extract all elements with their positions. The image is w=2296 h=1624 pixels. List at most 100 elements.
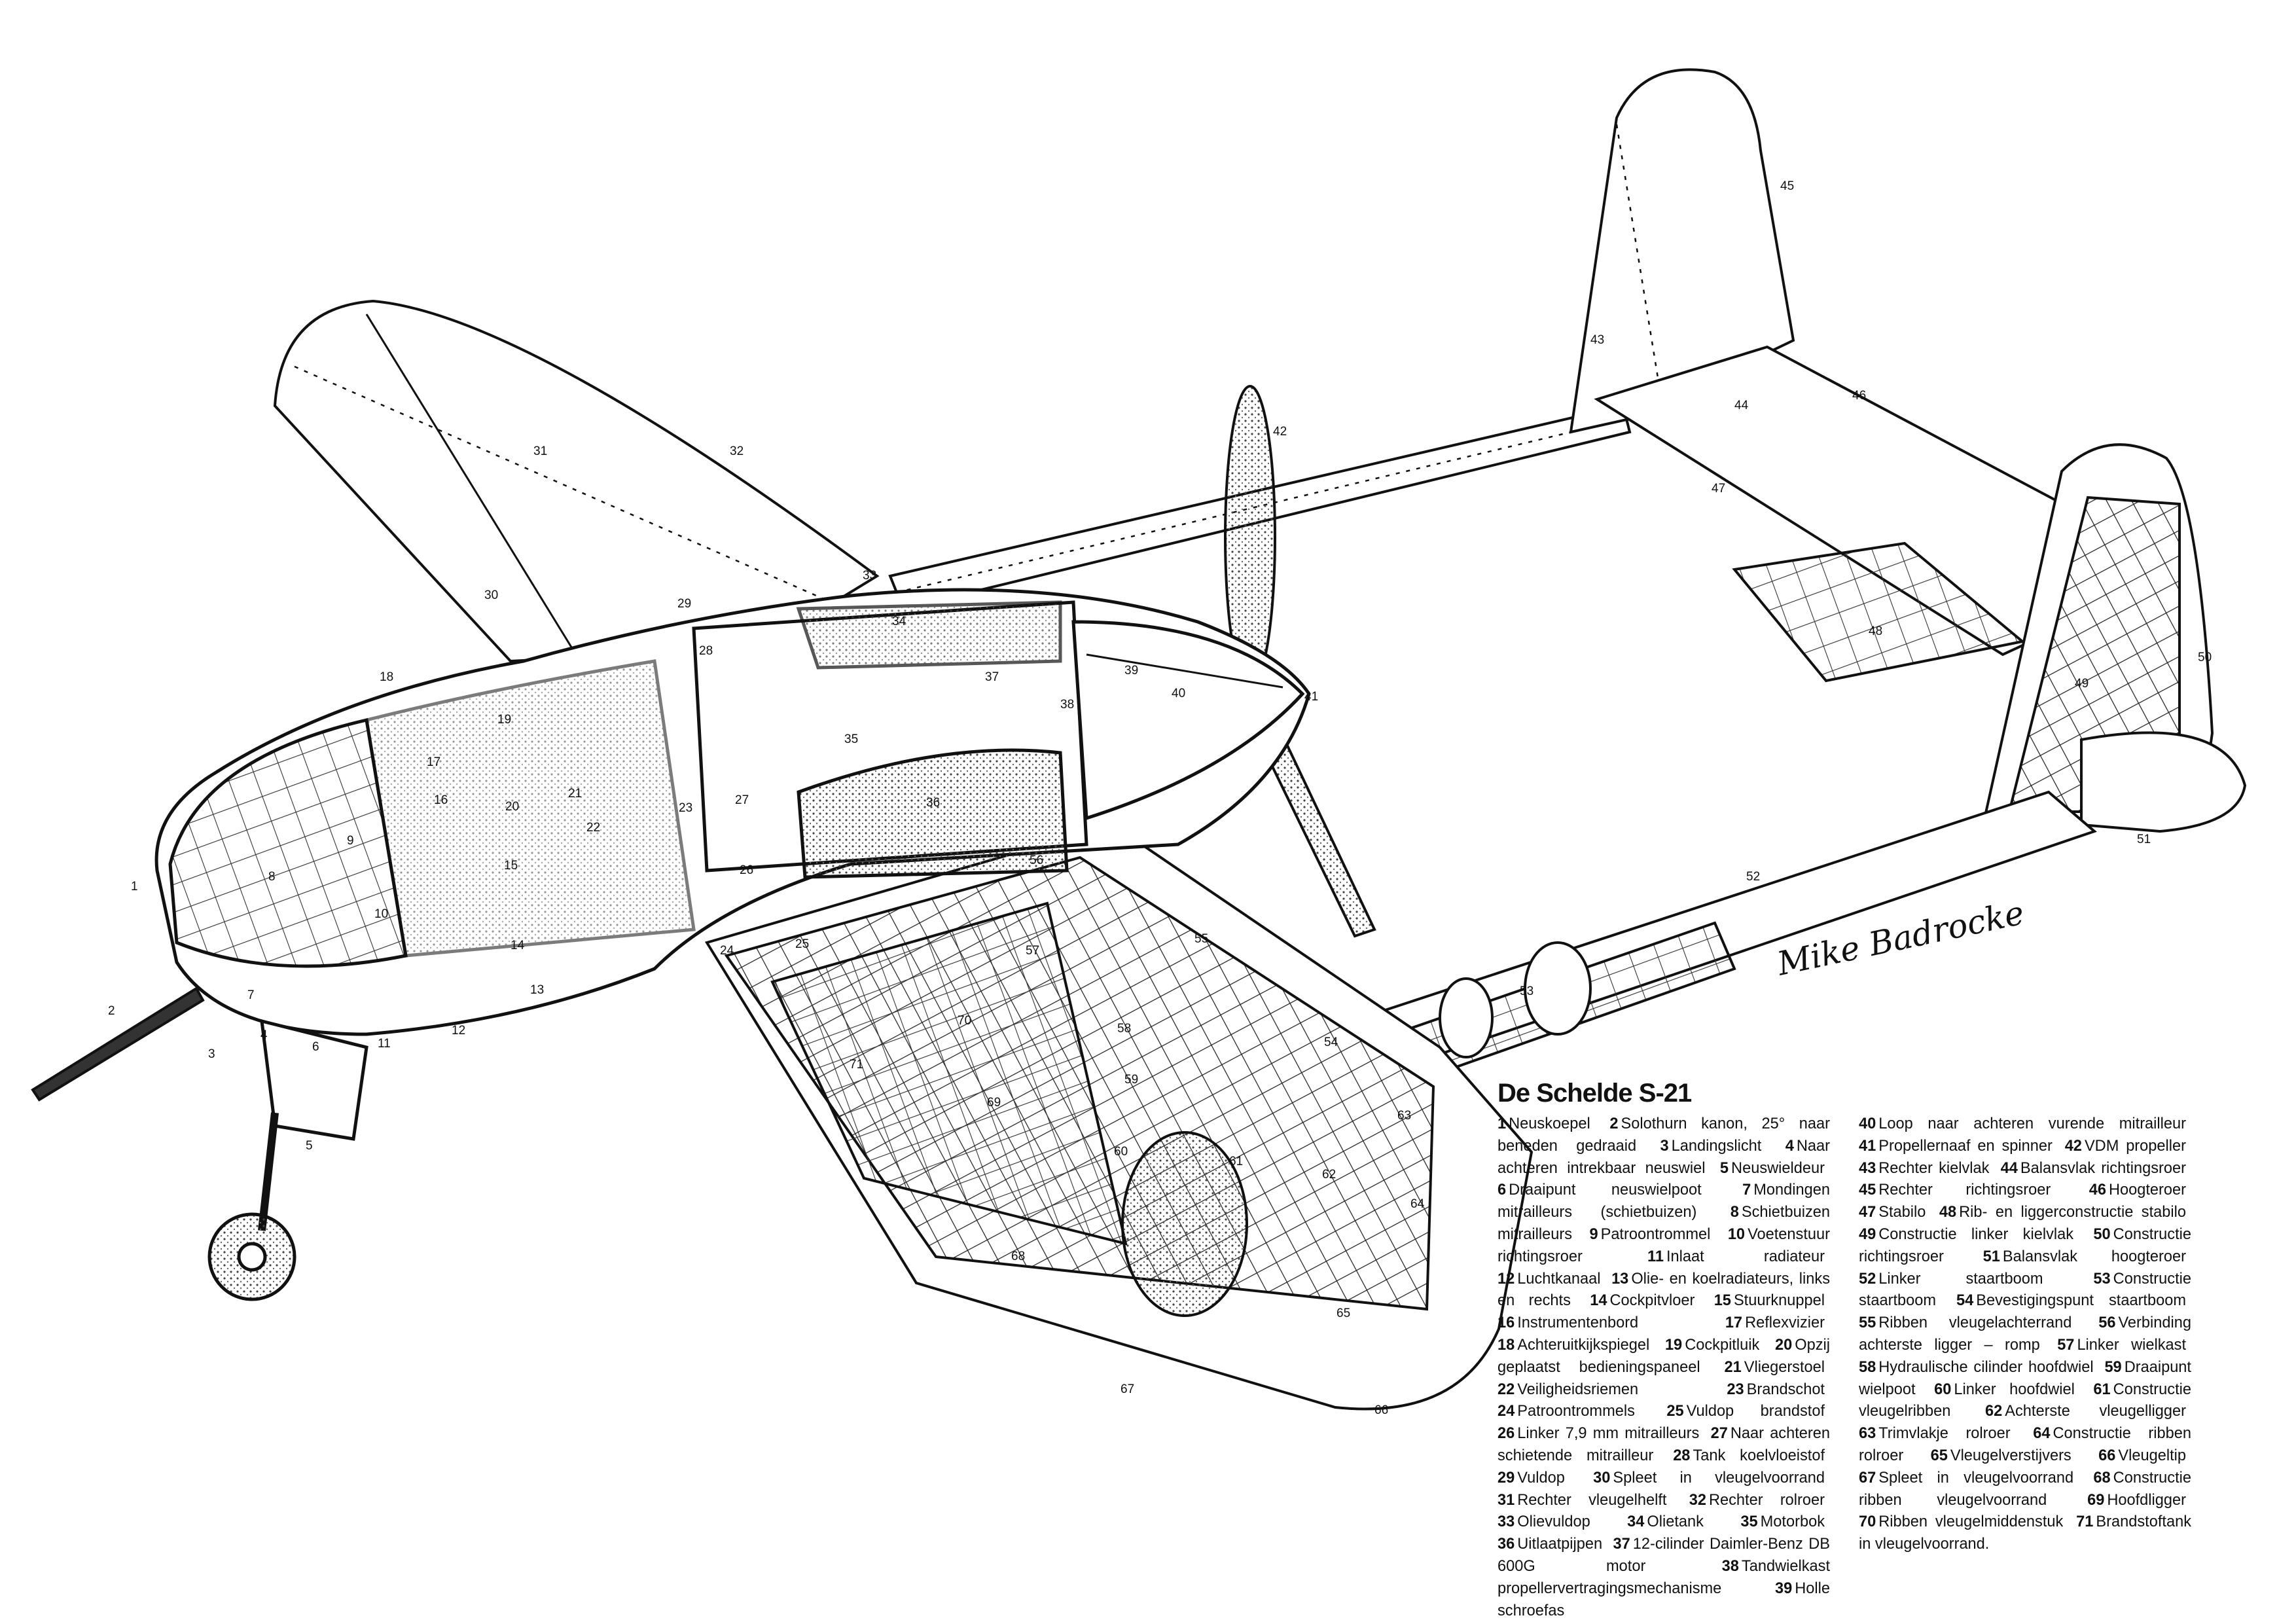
legend-entry-number: 40 bbox=[1859, 1115, 1876, 1132]
legend-entry-label: Rib- en liggerconstructie stabilo bbox=[1959, 1204, 2186, 1221]
legend-entry-number: 63 bbox=[1859, 1425, 1876, 1443]
legend-entry-label: Bevestigingspunt staartboom bbox=[1976, 1292, 2186, 1310]
legend-entry-label: Rechter rolroer bbox=[1708, 1491, 1825, 1509]
callout-3: 3 bbox=[208, 1047, 215, 1061]
legend-entry-number: 45 bbox=[1859, 1182, 1876, 1199]
callout-33: 33 bbox=[863, 569, 876, 583]
legend-entry-number: 46 bbox=[2089, 1182, 2106, 1199]
callout-2: 2 bbox=[108, 1004, 115, 1018]
legend-entry-label: Naar achteren intrekbaar neuswiel bbox=[1498, 1137, 1830, 1177]
legend-entry-number: 31 bbox=[1498, 1491, 1515, 1509]
legend-entry-label: Rechter vleugelhelft bbox=[1517, 1491, 1667, 1509]
legend-entry-number: 19 bbox=[1664, 1336, 1683, 1354]
legend-entry-label: Constructie ribben rolroer bbox=[1859, 1425, 2191, 1464]
callout-37: 37 bbox=[985, 670, 999, 684]
legend-entry-label: Hoogteroer bbox=[2108, 1182, 2186, 1199]
legend-entry-number: 37 bbox=[1613, 1536, 1630, 1553]
legend-entry-label: Vuldop bbox=[1517, 1469, 1565, 1487]
legend-entry-number: 8 bbox=[1730, 1204, 1739, 1221]
legend-entry-number: 5 bbox=[1719, 1159, 1729, 1177]
legend-entry-label: Veiligheidsriemen bbox=[1517, 1380, 1639, 1398]
fuselage bbox=[154, 588, 1311, 1036]
callout-40: 40 bbox=[1172, 687, 1185, 700]
callout-56: 56 bbox=[1030, 854, 1043, 867]
legend-entry-label: Balansvlak richtingsroer bbox=[2020, 1159, 2187, 1177]
legend-entry-label: VDM propeller bbox=[2084, 1137, 2186, 1155]
legend-entry-label: Vleugeltip bbox=[2118, 1447, 2187, 1464]
legend-entry-number: 54 bbox=[1956, 1292, 1974, 1310]
legend-entry-number: 43 bbox=[1859, 1159, 1876, 1177]
legend-entry-number: 67 bbox=[1859, 1469, 1876, 1487]
legend-entry-number: 23 bbox=[1727, 1380, 1744, 1398]
legend-entry-label: Cockpitluik bbox=[1685, 1336, 1760, 1354]
callout-27: 27 bbox=[735, 793, 749, 807]
callout-19: 19 bbox=[497, 713, 511, 727]
callout-21: 21 bbox=[568, 787, 582, 801]
callout-10: 10 bbox=[374, 907, 388, 921]
callout-31: 31 bbox=[533, 444, 547, 458]
callout-62: 62 bbox=[1322, 1168, 1336, 1182]
callout-43: 43 bbox=[1590, 333, 1604, 347]
left-fin bbox=[1981, 443, 2247, 833]
legend-entry-label: Solothurn kanon, 25° naar beneden gedraa… bbox=[1498, 1115, 1831, 1155]
legend-entry-number: 26 bbox=[1498, 1425, 1515, 1443]
legend-entry-number: 15 bbox=[1713, 1292, 1731, 1310]
legend-entry-number: 35 bbox=[1740, 1513, 1758, 1531]
legend-entry-number: 1 bbox=[1498, 1115, 1507, 1132]
legend-entry-number: 27 bbox=[1710, 1425, 1728, 1443]
legend-entry-number: 41 bbox=[1859, 1137, 1876, 1155]
legend-entry-number: 29 bbox=[1498, 1469, 1515, 1487]
legend-entry-label: Verbinding achterste ligger – romp bbox=[1859, 1314, 2191, 1354]
callout-57: 57 bbox=[1026, 944, 1039, 958]
legend-entry-label: Naar achteren schietende mitrailleur bbox=[1498, 1425, 1831, 1464]
legend-entry-number: 17 bbox=[1725, 1314, 1743, 1332]
legend-entry-number: 33 bbox=[1498, 1513, 1515, 1531]
nose-cannon bbox=[31, 986, 205, 1102]
callout-6: 6 bbox=[312, 1040, 319, 1054]
legend-entry-label: Constructie linker kielvlak bbox=[1878, 1225, 2074, 1243]
legend-entry-label: 12-cilinder Daimler-Benz DB 600G motor bbox=[1498, 1536, 1830, 1575]
legend-entry-number: 18 bbox=[1498, 1336, 1515, 1354]
legend-entry-label: Spleet in vleugelvoorrand bbox=[1878, 1469, 2074, 1487]
callout-65: 65 bbox=[1336, 1307, 1350, 1320]
callout-1: 1 bbox=[131, 880, 138, 893]
callout-47: 47 bbox=[1712, 482, 1725, 496]
callout-61: 61 bbox=[1229, 1155, 1243, 1168]
legend-entry-number: 51 bbox=[1982, 1248, 2000, 1265]
callout-64: 64 bbox=[1410, 1197, 1425, 1211]
legend-entry-label: Hoofdligger bbox=[2107, 1491, 2187, 1509]
legend-entry-label: Vleugelverstijvers bbox=[1950, 1447, 2072, 1464]
legend-entry-number: 44 bbox=[2000, 1159, 2018, 1177]
legend-entry-label: Balansvlak hoogteroer bbox=[2002, 1248, 2186, 1265]
callout-44: 44 bbox=[1734, 399, 1749, 412]
callout-48: 48 bbox=[1869, 624, 1882, 638]
callout-71: 71 bbox=[850, 1058, 863, 1072]
legend-entry-label: Propellernaaf en spinner bbox=[1878, 1137, 2053, 1155]
legend-entry-label: Neuskoepel bbox=[1509, 1115, 1590, 1132]
legend-entry-label: Draaipunt wielpoot bbox=[1859, 1358, 2191, 1398]
callout-25: 25 bbox=[795, 937, 809, 951]
legend-entry-label: Stuurknuppel bbox=[1733, 1292, 1825, 1310]
legend-entry-label: Trimvlakje rolroer bbox=[1878, 1425, 2011, 1443]
callout-53: 53 bbox=[1520, 984, 1534, 998]
